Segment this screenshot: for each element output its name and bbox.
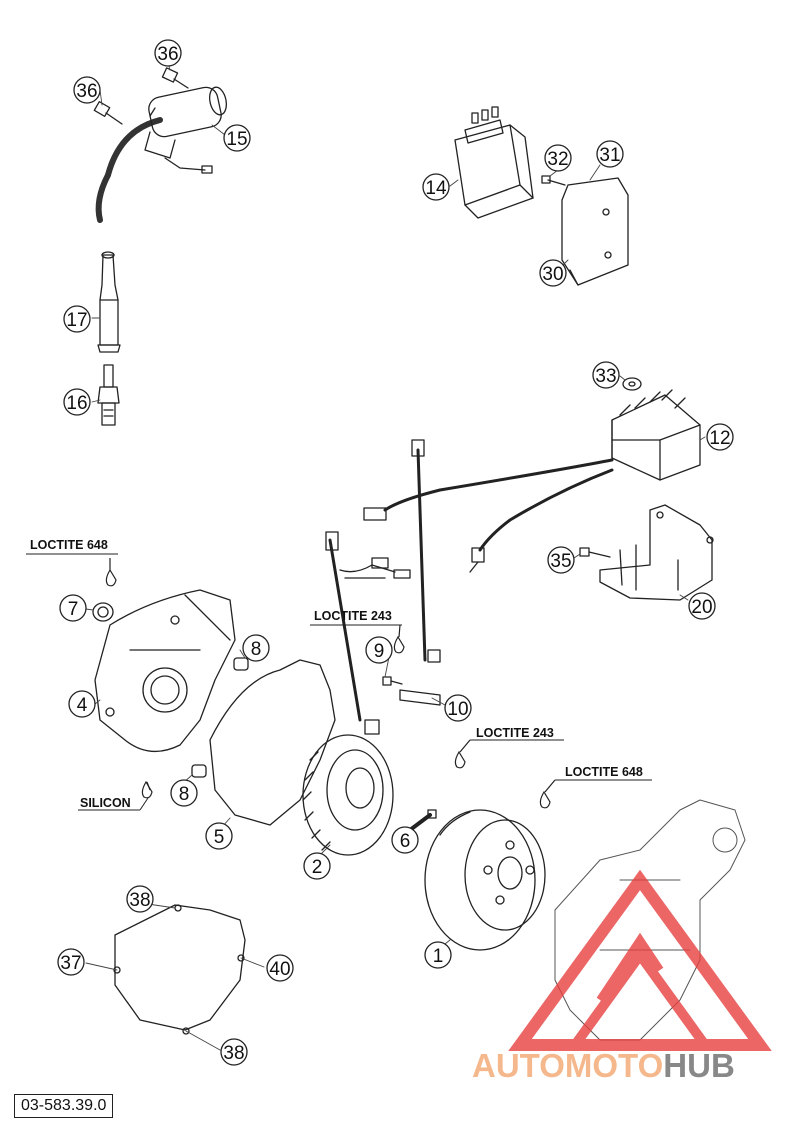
cdi-unit [454, 106, 534, 219]
callout-7: 7 [59, 594, 87, 622]
callout-8-upper: 8 [242, 634, 270, 662]
svg-text:30: 30 [542, 264, 563, 285]
note-silicon: SILICON [80, 796, 131, 810]
note-loctite-243-mid: LOCTITE 243 [314, 609, 392, 623]
callouts: 36 36 15 14 32 31 30 17 [57, 39, 734, 1066]
callout-38-lower: 38 [220, 1038, 248, 1066]
svg-text:9: 9 [374, 641, 385, 662]
callout-35: 35 [547, 546, 575, 574]
callout-36-upper: 36 [154, 39, 182, 67]
bolt-36-upper [161, 67, 189, 89]
note-loctite-648-left: LOCTITE 648 [30, 538, 108, 552]
spark-plug [97, 364, 120, 426]
regulator-plate [599, 504, 714, 601]
notes: LOCTITE 648 LOCTITE 243 LOCTITE 243 LOCT… [26, 538, 652, 811]
svg-text:8: 8 [179, 784, 190, 805]
svg-text:20: 20 [691, 597, 712, 618]
leader-lines [85, 61, 706, 1051]
voltage-regulator [611, 389, 701, 481]
nut-33 [622, 377, 642, 391]
screw-6 [408, 809, 437, 832]
cdi-bracket [561, 177, 629, 286]
callout-15: 15 [223, 124, 251, 152]
svg-text:10: 10 [447, 699, 468, 720]
callout-9: 9 [365, 636, 393, 664]
svg-text:36: 36 [157, 44, 178, 65]
callout-12: 12 [706, 423, 734, 451]
svg-text:4: 4 [77, 695, 88, 716]
svg-text:31: 31 [599, 145, 620, 166]
stator [302, 719, 394, 856]
screw-9 [382, 676, 403, 686]
seal-7 [92, 602, 114, 622]
svg-text:1: 1 [433, 946, 444, 967]
loctite-drops [105, 558, 556, 809]
callout-36-lower: 36 [73, 76, 101, 104]
callout-31: 31 [596, 140, 624, 168]
cable-clamp-10 [399, 649, 441, 706]
screw-35 [579, 547, 611, 558]
callout-4: 4 [68, 690, 96, 718]
callout-6: 6 [391, 826, 419, 854]
callout-16: 16 [63, 388, 91, 416]
watermark-text: AUTOMOTOHUB [472, 1047, 735, 1084]
callout-38-upper: 38 [126, 885, 154, 913]
callout-17: 17 [63, 305, 91, 333]
note-loctite-648-right: LOCTITE 648 [565, 765, 643, 779]
dowel-8-upper [233, 657, 249, 671]
flywheel [424, 809, 546, 951]
callout-10: 10 [444, 694, 472, 722]
callout-2: 2 [303, 852, 331, 880]
svg-text:7: 7 [68, 599, 79, 620]
svg-text:15: 15 [226, 129, 247, 150]
ignition-coil [95, 86, 227, 223]
svg-text:6: 6 [400, 831, 411, 852]
wiring-harness [325, 439, 614, 722]
callout-37: 37 [57, 948, 85, 976]
svg-text:2: 2 [312, 857, 323, 878]
svg-text:38: 38 [223, 1043, 244, 1064]
svg-text:5: 5 [214, 827, 225, 848]
callout-1: 1 [424, 941, 452, 969]
watermark-logo [508, 869, 772, 1051]
svg-text:36: 36 [76, 81, 97, 102]
cover-gasket [209, 659, 336, 826]
dowel-8-lower [191, 764, 207, 778]
svg-text:37: 37 [60, 953, 81, 974]
spark-plug-connector [97, 251, 121, 353]
document-id: 03-583.39.0 [14, 1094, 114, 1118]
watermark-word-2: HUB [663, 1047, 735, 1084]
svg-text:17: 17 [66, 310, 87, 331]
callout-32: 32 [544, 144, 572, 172]
engine-case [554, 799, 746, 1041]
callout-14: 14 [422, 173, 450, 201]
callout-8-lower: 8 [170, 779, 198, 807]
svg-text:8: 8 [251, 639, 262, 660]
watermark-word-1: AUTOMOTO [472, 1047, 663, 1084]
screw-32 [541, 175, 566, 186]
svg-text:14: 14 [425, 178, 447, 199]
callout-30: 30 [539, 259, 567, 287]
svg-text:16: 16 [66, 393, 87, 414]
svg-text:33: 33 [595, 366, 616, 387]
svg-text:40: 40 [269, 959, 290, 980]
svg-text:12: 12 [709, 428, 730, 449]
callout-5: 5 [205, 822, 233, 850]
callout-33: 33 [592, 361, 620, 389]
svg-text:38: 38 [129, 890, 150, 911]
note-loctite-243-right: LOCTITE 243 [476, 726, 554, 740]
callout-20: 20 [688, 592, 716, 620]
callout-40: 40 [266, 954, 294, 982]
svg-text:32: 32 [547, 149, 568, 170]
crankcase-gasket [113, 904, 246, 1035]
bolt-36-lower [93, 101, 123, 125]
ignition-cover [94, 589, 236, 752]
svg-text:35: 35 [550, 551, 571, 572]
